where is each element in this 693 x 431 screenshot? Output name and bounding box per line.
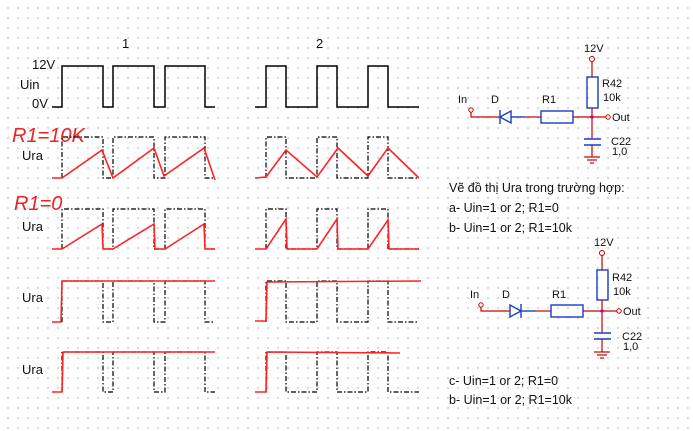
circuit-2: 12V R42 10k Out In D R1 C22 1,0	[470, 237, 642, 359]
supply-label: 12V	[584, 43, 604, 55]
r42-resistor	[586, 76, 599, 109]
r42-label: R42	[612, 272, 632, 284]
diode-symbol	[498, 109, 512, 125]
ura-wave-d-1	[52, 351, 215, 393]
ura-wave-r10k-1	[52, 146, 216, 181]
low-level-label: 0V	[32, 96, 48, 111]
cap-value: 1,0	[623, 341, 638, 353]
diode-symbol	[509, 303, 523, 319]
high-level-label: 12V	[32, 57, 55, 72]
uin-reference-2	[265, 351, 419, 393]
r1-10k-annotation: R1=10K	[12, 125, 86, 147]
uin-wave-1	[52, 65, 215, 108]
diode-label: D	[502, 289, 510, 301]
case-1-header: 1	[122, 36, 129, 51]
r1-resistor	[550, 304, 584, 318]
r42-value: 10k	[603, 92, 621, 104]
circuit-1: 12V R42 10k Out In D R1 C22 1,0	[458, 43, 631, 164]
supply-label: 12V	[594, 237, 614, 249]
ura-label: Ura	[22, 219, 44, 234]
in-terminal	[468, 107, 474, 113]
uin-reference-2	[265, 208, 419, 250]
r42-resistor	[596, 269, 609, 301]
ura-wave-c-1	[52, 280, 215, 323]
ura-wave-d-2	[255, 351, 401, 393]
cap-label: C22	[622, 331, 642, 343]
out-label: Out	[612, 112, 630, 124]
r42-label: R42	[602, 78, 622, 90]
ura-wave-r0-2	[255, 216, 419, 250]
cap-value: 1,0	[612, 146, 627, 158]
in-label: In	[470, 289, 479, 301]
r1-0-annotation: R1=0	[14, 193, 62, 215]
ura-label: Ura	[22, 290, 44, 305]
r42-value: 10k	[613, 286, 631, 298]
diode-label: D	[491, 94, 499, 106]
uin-reference-1	[61, 351, 215, 393]
uin-wave-2	[255, 65, 419, 108]
ura-wave-r0-1	[52, 222, 215, 250]
supply-terminal	[599, 250, 605, 256]
case-2-header: 2	[316, 36, 323, 51]
question-b: b- Uin=1 or 2; R1=10k	[449, 221, 573, 235]
question-b2: b- Uin=1 or 2; R1=10k	[449, 393, 573, 407]
uin-reference-1	[61, 280, 215, 323]
cap-label: C22	[611, 136, 631, 148]
supply-terminal	[589, 56, 595, 62]
r1-label: R1	[552, 289, 566, 301]
uin-reference-2	[265, 280, 419, 323]
question-c: c- Uin=1 or 2; R1=0	[449, 374, 558, 388]
ura-label: Ura	[22, 148, 44, 163]
question-a: a- Uin=1 or 2; R1=0	[449, 201, 559, 215]
ura-wave-c-2	[255, 280, 422, 322]
uin-reference-2	[265, 136, 419, 179]
in-label: In	[458, 94, 467, 106]
r1-label: R1	[542, 94, 556, 106]
ura-label: Ura	[22, 362, 44, 377]
r1-resistor	[540, 110, 574, 124]
ura-wave-r10k-2	[254, 146, 420, 179]
uin-reference-1	[61, 136, 215, 179]
out-terminal	[616, 308, 622, 314]
question-title: Vẽ đồ thị Ura trong trường hợp:	[449, 181, 625, 195]
in-terminal	[478, 302, 484, 308]
uin-label: Uin	[20, 77, 40, 92]
out-terminal	[605, 114, 611, 120]
uin-reference-1	[61, 208, 215, 250]
out-label: Out	[623, 306, 641, 318]
